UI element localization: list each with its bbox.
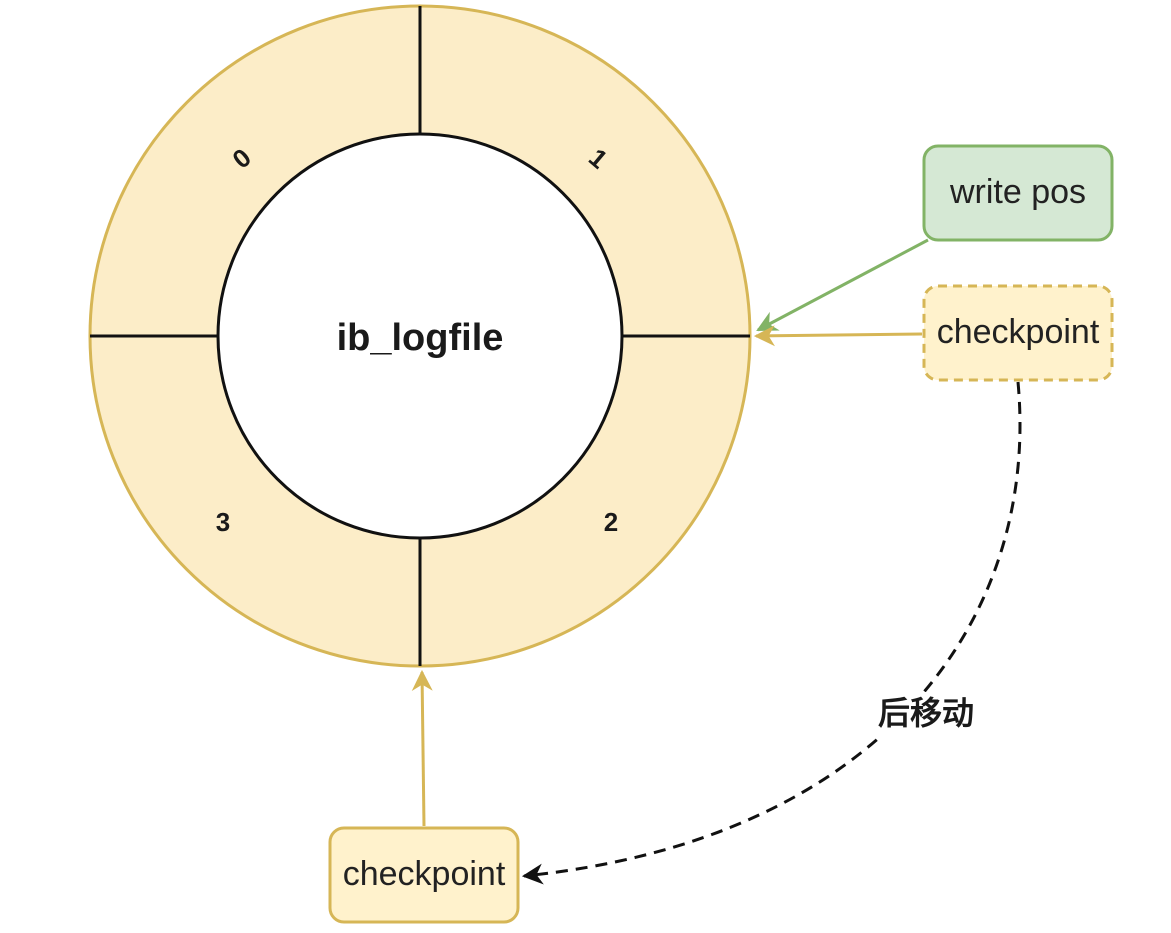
move-label-bg [866, 692, 986, 738]
write-pos-label: write pos [949, 173, 1086, 211]
checkpoint-label: checkpoint [937, 313, 1100, 351]
segment-3-label: 3 [216, 507, 230, 537]
write-pos-arrow [756, 238, 929, 332]
log-ring-inner [216, 132, 624, 540]
checkpoint-box [922, 284, 1114, 382]
move-label: 后移动 [878, 694, 974, 732]
checkpoint-arrow [753, 325, 923, 347]
segment-2-label: 2 [604, 507, 618, 537]
center-label: ib_logfile [337, 317, 504, 359]
checkpoint-new-arrow [411, 669, 433, 827]
checkpoint-new-box [328, 826, 520, 924]
checkpoint-new-label: checkpoint [343, 855, 506, 893]
write-pos-box [922, 144, 1114, 242]
